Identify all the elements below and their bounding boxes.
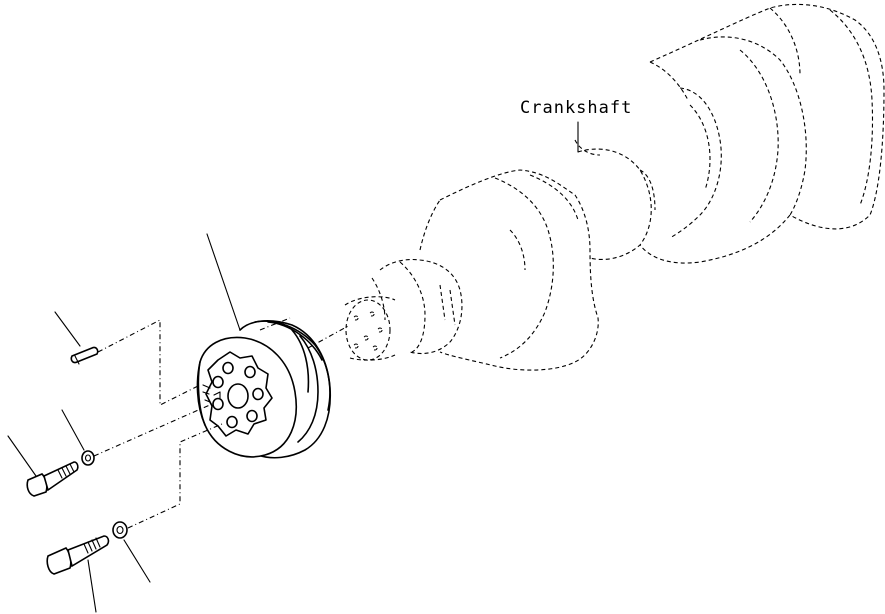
- pulley-leader-line: [206, 233, 241, 331]
- dowel-pin: [70, 346, 99, 365]
- bolt-upper: [26, 461, 79, 497]
- pin-leader-line: [54, 311, 81, 347]
- washer-upper: [81, 450, 95, 466]
- bolt-lower-leader-line: [87, 559, 97, 613]
- crankshaft-label: Crankshaft: [520, 98, 632, 118]
- assembly-centerlines: [93, 317, 351, 529]
- washer-upper-leader-line: [61, 409, 85, 451]
- washer-lower-leader-line: [123, 539, 151, 583]
- damper-pulley: [196, 320, 332, 459]
- washer-lower: [112, 521, 128, 539]
- crankshaft-phantom: [344, 3, 885, 371]
- bolt-lower: [46, 535, 110, 575]
- bolt-upper-leader-line: [7, 435, 37, 477]
